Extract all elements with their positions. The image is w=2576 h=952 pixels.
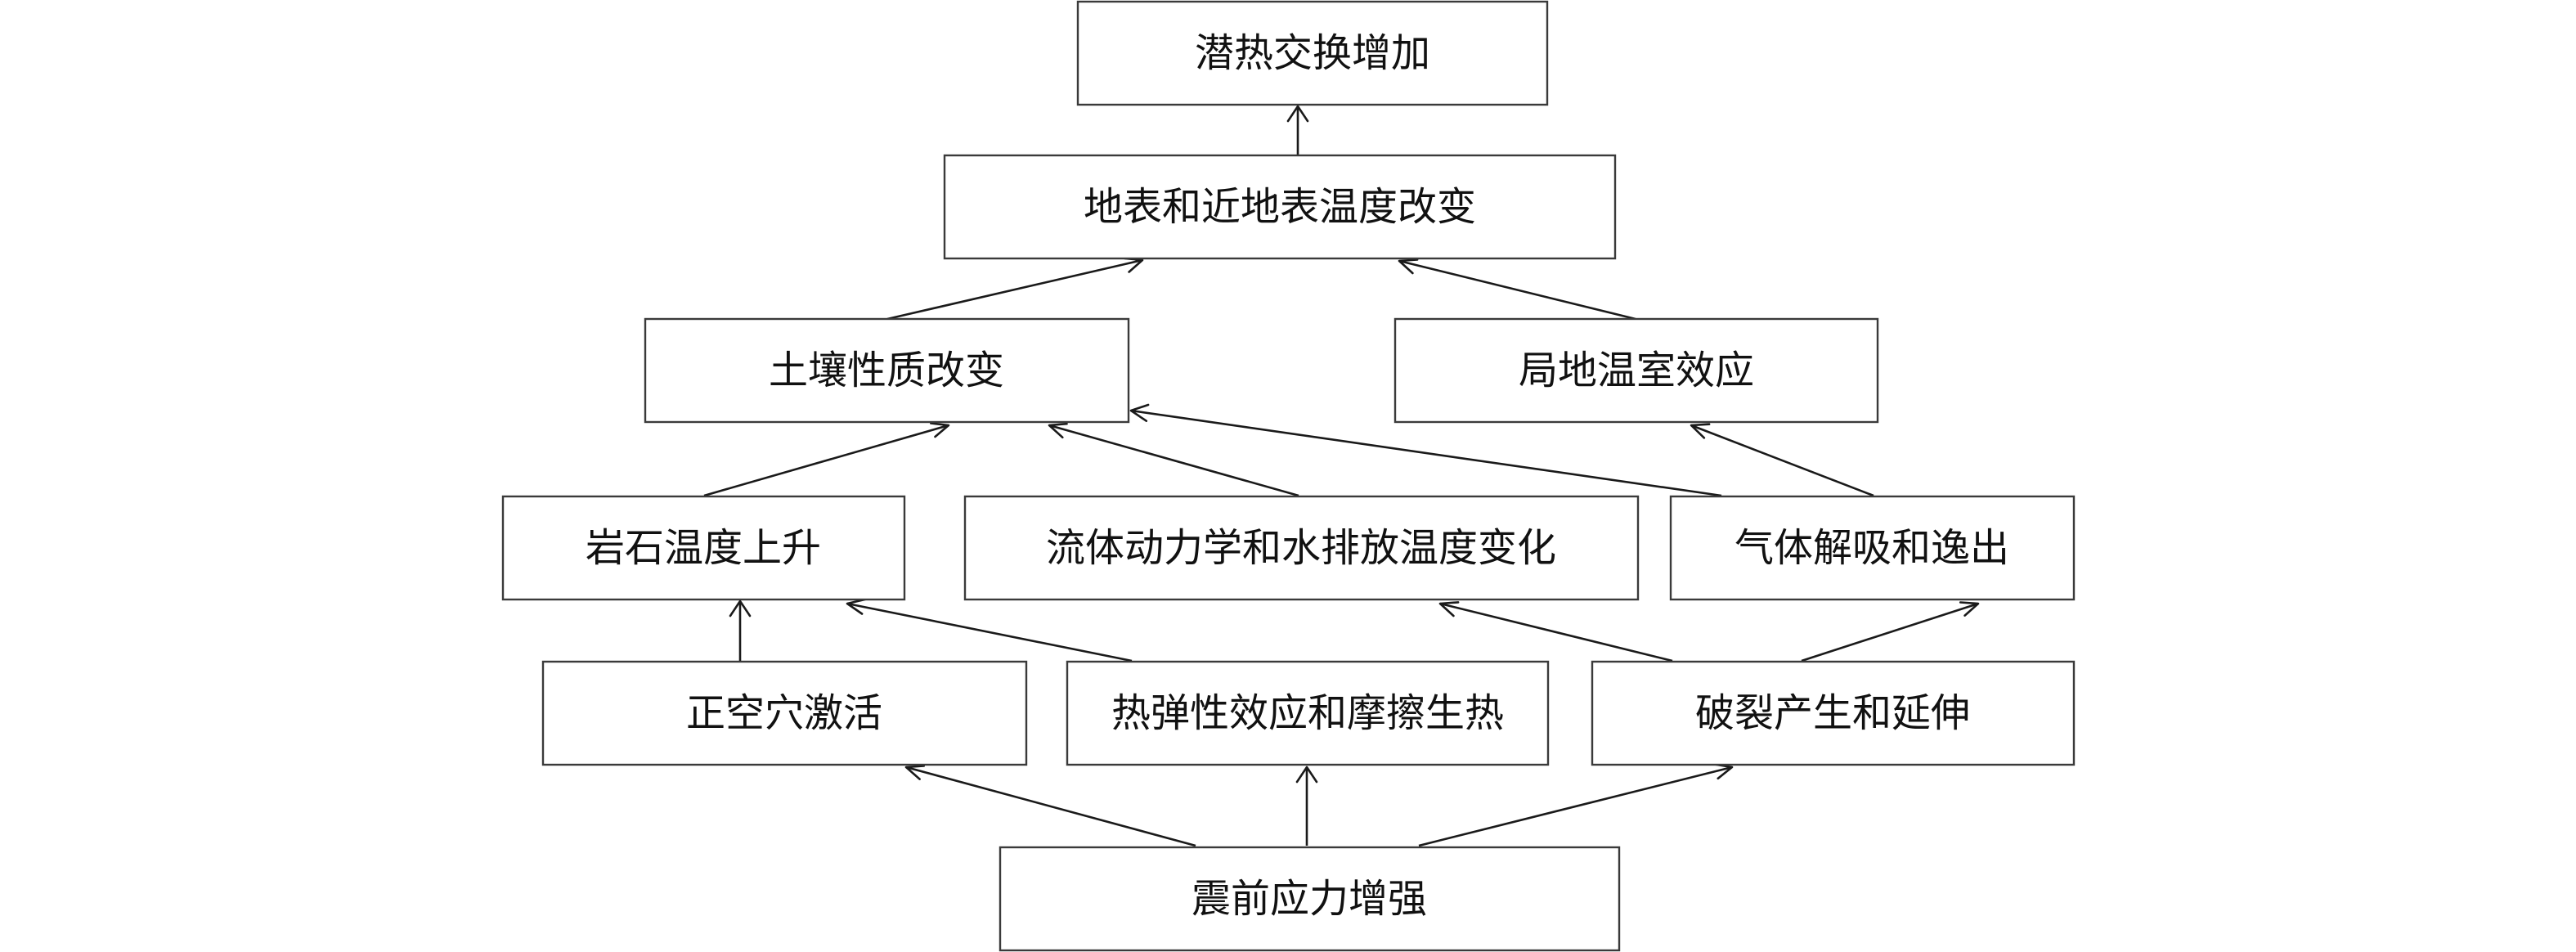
node-label-fluid-dynamics: 流体动力学和水排放温度变化: [1046, 525, 1556, 571]
node-rock-temp: 岩石温度上升: [501, 495, 906, 601]
node-greenhouse: 局地温室效应: [1393, 317, 1879, 424]
arrow-fracture-to-fluid: [1438, 601, 1673, 662]
arrow-fluid-to-soil-change: [1048, 422, 1299, 497]
arrow-stress-to-hole: [904, 765, 1196, 847]
node-label-fracture: 破裂产生和延伸: [1695, 690, 1970, 736]
node-latent-heat: 潜热交换增加: [1076, 0, 1549, 106]
arrow-rock-temp-to-soil-change: [703, 422, 950, 497]
node-thermoelastic: 热弹性效应和摩擦生热: [1066, 660, 1550, 766]
arrow-fracture-to-gas: [1801, 601, 1980, 662]
node-fluid-dynamics: 流体动力学和水排放温度变化: [963, 495, 1640, 601]
node-label-rock-temp: 岩石温度上升: [586, 525, 821, 571]
arrow-surface-temp-to-latent-heat: [1286, 105, 1309, 155]
arrow-soil-change-to-surface-temp: [886, 257, 1144, 321]
arrow-thermo-to-rock-temp: [846, 598, 1133, 662]
node-stress: 震前应力增强: [999, 846, 1621, 952]
arrow-gas-to-greenhouse: [1690, 423, 1874, 497]
node-label-stress: 震前应力增强: [1192, 876, 1427, 922]
node-label-soil-change: 土壤性质改变: [769, 348, 1004, 393]
node-label-latent-heat: 潜热交换增加: [1195, 30, 1430, 76]
node-label-thermoelastic: 热弹性效应和摩擦生热: [1111, 690, 1504, 736]
arrow-greenhouse-to-surface-temp: [1398, 258, 1636, 321]
node-fracture: 破裂产生和延伸: [1591, 660, 2076, 766]
node-soil-change: 土壤性质改变: [644, 317, 1130, 424]
node-label-greenhouse: 局地温室效应: [1519, 348, 1754, 393]
node-surface-temp: 地表和近地表温度改变: [943, 154, 1617, 260]
arrow-gas-to-soil-change: [1129, 403, 1722, 497]
node-label-gas-release: 气体解吸和逸出: [1735, 525, 2009, 571]
nodes-layer: 潜热交换增加 地表和近地表温度改变 土壤性质改变 局地温室效应 岩石温度上升 流…: [501, 0, 2076, 952]
arrow-hole-to-rock-temp: [729, 599, 752, 661]
arrow-stress-to-thermo: [1295, 766, 1318, 846]
node-label-hole-activation: 正空穴激活: [686, 690, 882, 736]
node-label-surface-temp: 地表和近地表温度改变: [1084, 184, 1476, 230]
node-gas-release: 气体解吸和逸出: [1669, 495, 2076, 601]
arrow-stress-to-fracture: [1418, 763, 1734, 847]
node-hole-activation: 正空穴激活: [541, 660, 1028, 766]
edges-layer: [703, 105, 1980, 847]
